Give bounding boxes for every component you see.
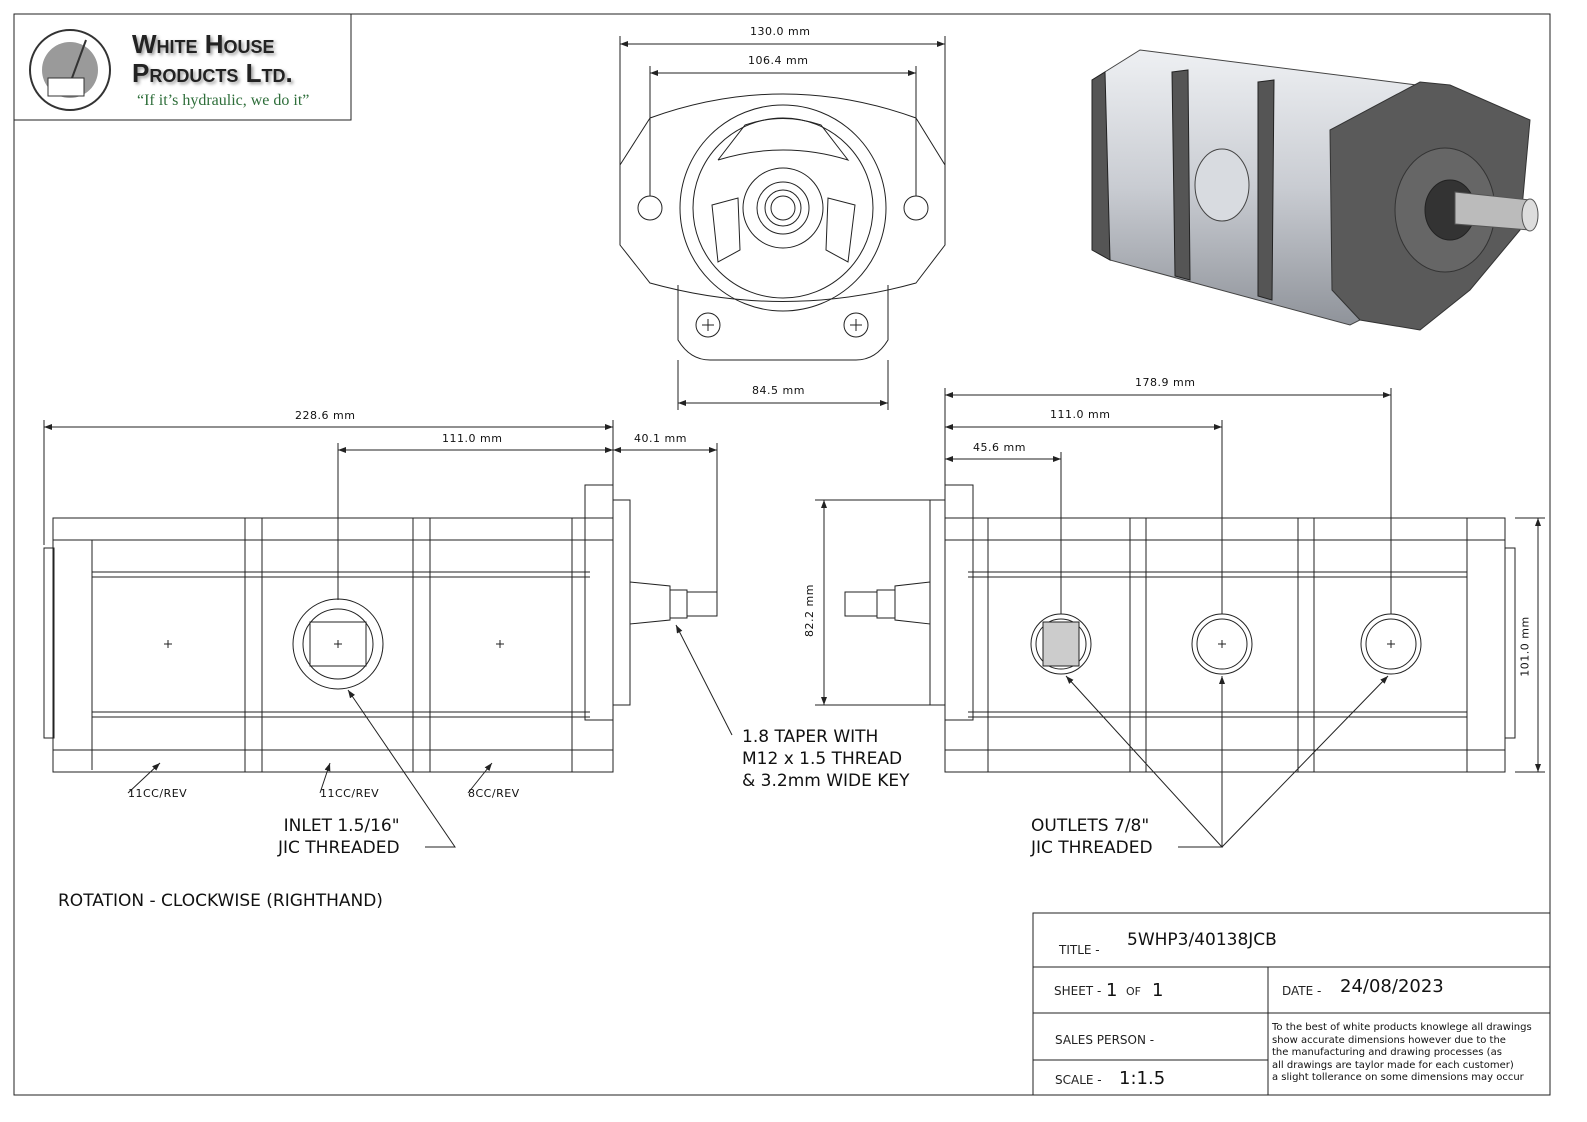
disclaimer-line: show accurate dimensions however due to …	[1272, 1034, 1506, 1046]
dim-right-first: 45.6 mm	[973, 441, 1026, 454]
front-view	[619, 36, 946, 410]
inlet-note-line: JIC THREADED	[278, 838, 400, 858]
dim-body-height: 101.0 mm	[1518, 616, 1532, 677]
dim-left-shaft: 40.1 mm	[634, 432, 687, 445]
scale-label: SCALE -	[1055, 1073, 1102, 1087]
dim-left-inlet: 111.0 mm	[442, 432, 503, 445]
sheet-label: SHEET -	[1054, 984, 1102, 998]
taper-note-line: & 3.2mm WIDE KEY	[742, 771, 910, 791]
sheet-border	[13, 13, 1551, 1096]
disclaimer-line: To the best of white products knowlege a…	[1272, 1022, 1532, 1033]
title-label: TITLE -	[1059, 943, 1100, 957]
logo-seal-icon	[29, 29, 111, 111]
drawing-title: 5WHP3/40138JCB	[1127, 930, 1277, 950]
sheet-number: 1	[1106, 980, 1118, 1001]
disclaimer-line: all drawings are taylor made for each cu…	[1272, 1059, 1514, 1071]
sales-person-label: SALES PERSON -	[1055, 1033, 1155, 1047]
title-block-lines	[1032, 912, 1551, 1096]
dim-flange-height: 82.2 mm	[802, 584, 816, 637]
scale-value: 1:1.5	[1119, 1068, 1166, 1089]
outlets-note-line: OUTLETS 7/8"	[1031, 816, 1150, 836]
rotation-note: ROTATION - CLOCKWISE (RIGHTHAND)	[58, 891, 383, 911]
right-side-view	[815, 388, 1545, 848]
taper-note-line: M12 x 1.5 THREAD	[742, 749, 903, 769]
dim-left-overall: 228.6 mm	[295, 409, 356, 422]
disclaimer-line: the manufacturing and drawing processes …	[1272, 1047, 1502, 1058]
dim-right-mid: 111.0 mm	[1050, 408, 1111, 421]
logo-name-line2: Products Ltd.	[132, 58, 293, 88]
sheet-total: 1	[1152, 980, 1164, 1001]
of-label: OF	[1126, 985, 1141, 998]
disclaimer: To the best of white products knowlege a…	[1272, 1022, 1532, 1085]
dim-right-overall: 178.9 mm	[1135, 376, 1196, 389]
dim-front-base: 84.5 mm	[752, 384, 805, 397]
taper-note: 1.8 TAPER WITH M12 x 1.5 THREAD & 3.2mm …	[742, 726, 910, 792]
section-label: 11CC/REV	[128, 787, 188, 800]
outlets-note-line: JIC THREADED	[1031, 838, 1153, 858]
outlets-note: OUTLETS 7/8" JIC THREADED	[1031, 815, 1153, 859]
date-value: 24/08/2023	[1340, 976, 1444, 997]
logo-name-line1: White House	[132, 29, 275, 59]
disclaimer-line: a slight tollerance on some dimensions m…	[1272, 1072, 1524, 1083]
logo-box	[13, 13, 352, 121]
date-label: DATE -	[1282, 984, 1322, 998]
logo-tagline: “If it’s hydraulic, we do it”	[137, 92, 310, 109]
section-label: 8CC/REV	[468, 787, 520, 800]
pump-3d-render	[1091, 49, 1539, 331]
inlet-note: INLET 1.5/16" JIC THREADED	[278, 815, 400, 859]
dim-front-overall: 130.0 mm	[750, 25, 811, 38]
taper-note-line: 1.8 TAPER WITH	[742, 727, 879, 747]
inlet-note-line: INLET 1.5/16"	[283, 816, 400, 836]
left-side-view	[43, 420, 733, 848]
section-label: 11CC/REV	[320, 787, 380, 800]
dim-front-holes: 106.4 mm	[748, 54, 809, 67]
